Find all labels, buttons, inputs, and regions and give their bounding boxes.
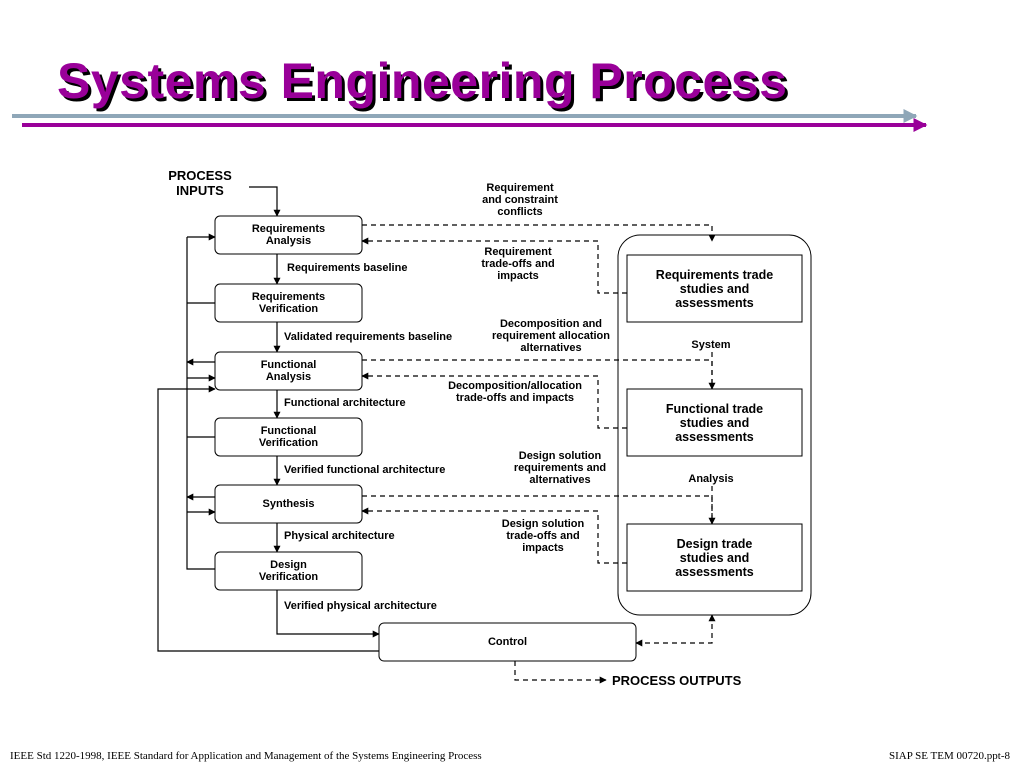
label-requirements-baseline: Requirements baseline [287, 262, 408, 274]
process-inputs-label: PROCESS INPUTS [168, 168, 232, 198]
functional-analysis-box [214, 351, 363, 391]
title-rule [12, 109, 928, 132]
footer-source: IEEE Std 1220-1998, IEEE Standard for Ap… [10, 750, 482, 762]
label-physical-architecture: Physical architecture [284, 530, 395, 542]
dashed-control-to-analysis [635, 614, 716, 647]
dashed-trade-to-req [361, 237, 627, 294]
system-label: System [691, 339, 731, 351]
label-requirement-constraint-conflicts: Requirement and constraint conflicts [482, 182, 558, 218]
label-design-solution-tradeoffs: Design solution trade-offs and impacts [501, 518, 585, 554]
dashed-process-outputs-arrow [514, 661, 607, 684]
label-decomposition-alternatives: Decomposition and requirement allocation… [492, 318, 610, 354]
functional-verification-label: Functional Verification [258, 425, 319, 449]
verification-loop-line [186, 237, 215, 570]
label-verified-physical-architecture: Verified physical architecture [284, 600, 437, 612]
functional-trade-label: Functional trade studies and assessments [665, 401, 764, 444]
dashed-trade-to-func [361, 372, 627, 429]
label-functional-architecture: Functional architecture [284, 397, 406, 409]
design-trade-box [626, 523, 803, 592]
design-verification-label: Design Verification [258, 559, 319, 583]
dashed-req-to-trade [362, 224, 716, 242]
process-outputs-label: PROCESS OUTPUTS [612, 673, 742, 688]
functional-analysis-label: Functional Analysis [260, 359, 317, 383]
design-trade-label: Design trade studies and assessments [675, 536, 754, 579]
footer-slide-id: SIAP SE TEM 00720.ppt-8 [888, 750, 1010, 762]
requirements-trade-label: Requirements trade studies and assessmen… [655, 267, 774, 310]
dashed-trade-to-synth [361, 507, 627, 564]
label-requirement-tradeoffs: Requirement trade-offs and impacts [481, 246, 555, 282]
requirements-verification-label: Requirements Verification [251, 291, 326, 315]
label-design-solution-alternatives: Design solution requirements and alterna… [513, 450, 607, 486]
process-inputs-arrow [249, 186, 281, 217]
requirements-trade-box [626, 254, 803, 323]
analysis-label: Analysis [688, 473, 734, 485]
synthesis-label: Synthesis [262, 498, 315, 510]
label-validated-requirements-baseline: Validated requirements baseline [284, 331, 453, 343]
label-decomposition-tradeoffs: Decomposition/allocation trade-offs and … [448, 380, 582, 404]
control-loop-arrow [157, 385, 379, 652]
label-verified-functional-architecture: Verified functional architecture [284, 464, 446, 476]
design-verification-box [214, 551, 363, 591]
control-label: Control [487, 636, 528, 648]
flow-arrow-verified-phys-arch [276, 590, 380, 638]
requirements-analysis-label: Requirements Analysis [251, 223, 326, 247]
synthesis-box [214, 484, 363, 524]
slide-title: Systems Engineering Process [57, 53, 788, 109]
functional-trade-box [626, 388, 803, 457]
